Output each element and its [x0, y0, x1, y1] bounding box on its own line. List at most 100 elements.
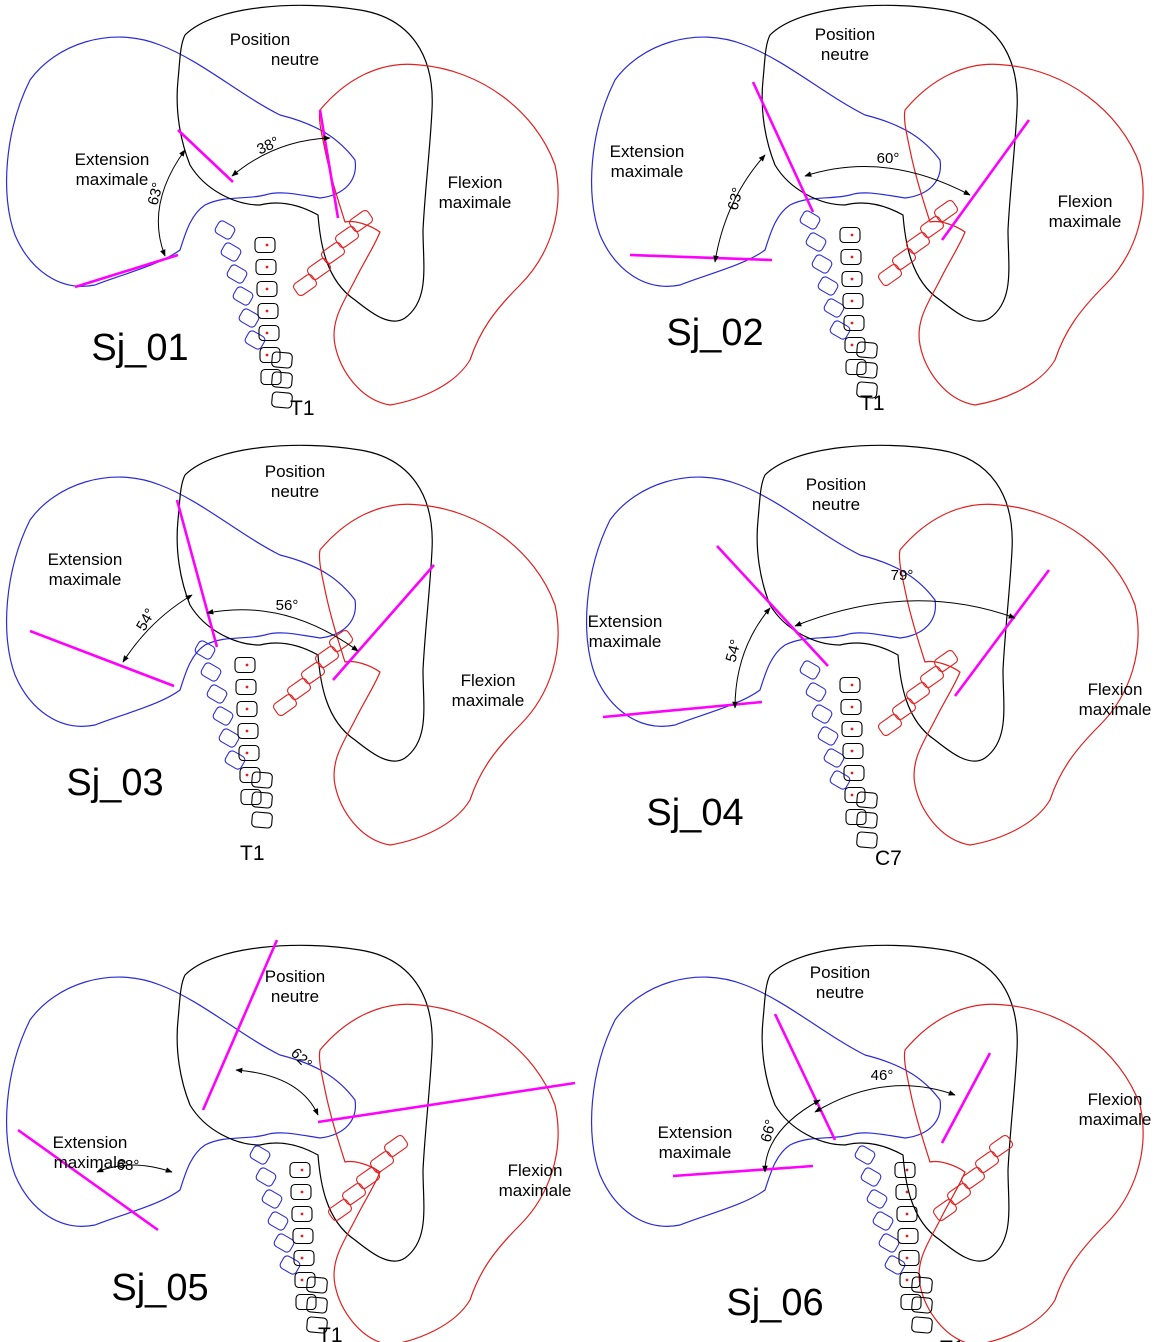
flexion-label: maximale [452, 691, 525, 710]
extension-label: Extension [48, 550, 123, 569]
vertebra-outline [856, 341, 878, 359]
vertebra-outline [306, 1276, 328, 1294]
extension-label: maximale [49, 570, 122, 589]
flexion-angle-label: 79° [891, 567, 914, 584]
vertebra-outline [799, 210, 821, 230]
landmark-dot [265, 353, 269, 357]
vertebra-outline [236, 700, 258, 718]
subject-id-label: Sj_03 [66, 762, 163, 804]
landmark-dot [850, 683, 854, 687]
flexion-angle-arc [231, 135, 331, 177]
vertebra-outline [900, 1293, 922, 1311]
vertebra-outline [877, 263, 903, 287]
vertebra-outline [841, 720, 863, 738]
neutral-position-label: Position [230, 30, 290, 49]
vertebra-outline [841, 270, 863, 288]
vertebra-outline [355, 1166, 381, 1190]
vertebra-outline [271, 391, 293, 409]
flexion-head-outline [903, 63, 1144, 406]
extension-angle-arc [96, 1164, 173, 1173]
vertebra-outline [320, 241, 346, 265]
neutral-position-label: Position [265, 462, 325, 481]
flexion-reference-line [317, 1081, 576, 1124]
vertebra-outline [289, 1161, 311, 1179]
vertebra-outline [856, 381, 878, 399]
neutral-position-label: Position [806, 475, 866, 494]
vertebra-outline [911, 1276, 933, 1294]
vertebra-outline [843, 314, 865, 332]
neutral-position-label: neutre [821, 45, 869, 64]
vertebra-outline [891, 697, 917, 721]
flexion-label: Flexion [448, 173, 503, 192]
landmark-dot [245, 773, 249, 777]
vertebra-outline [200, 662, 222, 682]
vertebra-outline [259, 346, 281, 364]
vertebra-outline [932, 1198, 958, 1222]
flexion-label: maximale [499, 1181, 572, 1200]
landmark-dot [850, 749, 854, 753]
vertebra-outline [844, 786, 866, 804]
neutral-reference-line [177, 129, 234, 183]
extension-reference-line [74, 253, 179, 289]
extension-angle-arc [732, 607, 771, 709]
extension-label: Extension [610, 142, 685, 161]
vertebra-outline [294, 1271, 316, 1289]
subject-id-label: Sj_01 [91, 327, 188, 369]
landmark-dot [265, 309, 269, 313]
vertebra-label: T1 [240, 842, 265, 865]
subject-id-label: Sj_06 [726, 1282, 823, 1324]
flexion-head-outline [318, 1003, 559, 1342]
neutral-head-outline [761, 4, 1018, 322]
vertebra-outline [383, 1134, 409, 1158]
landmark-dot [300, 1256, 304, 1260]
vertebra-outline [306, 1296, 328, 1314]
flexion-angle-label: 38° [254, 133, 282, 158]
vertebra-outline [844, 336, 866, 354]
flexion-label: maximale [439, 193, 512, 212]
vertebra-outline [295, 1293, 317, 1311]
vertebra-outline [894, 1161, 916, 1179]
flexion-label: maximale [1049, 212, 1122, 231]
vertebra-outline [256, 280, 278, 298]
flexion-angle-arc [794, 600, 1016, 627]
vertebra-outline [840, 248, 862, 266]
vertebra-outline [257, 302, 279, 320]
extension-head-outline [5, 976, 357, 1227]
subject-id-label: Sj_02 [666, 312, 763, 354]
vertebra-outline [238, 308, 260, 328]
panel-sj_06: 66°46°PositionneutreExtensionmaximaleFle… [590, 944, 1151, 1342]
landmark-dot [850, 705, 854, 709]
vertebra-outline [272, 693, 298, 717]
vertebra-outline [842, 292, 864, 310]
extension-reference-line [629, 253, 773, 262]
vertebra-outline [306, 1316, 328, 1334]
vertebra-outline [911, 1296, 933, 1314]
landmark-dot [905, 1256, 909, 1260]
vertebra-outline [291, 1205, 313, 1223]
vertebra-outline [856, 811, 878, 829]
landmark-dot [245, 707, 249, 711]
vertebra-outline [839, 676, 861, 694]
landmark-dot [265, 265, 269, 269]
vertebra-outline [194, 640, 216, 660]
vertebra-outline [823, 748, 845, 768]
neutral-reference-line [716, 545, 829, 667]
extension-angle-label: 68° [117, 1157, 140, 1174]
flexion-reference-line [953, 569, 1051, 697]
vertebra-outline [214, 220, 236, 240]
landmark-dot [245, 663, 249, 667]
panel-sj_04: 54°79°PositionneutreExtensionmaximaleFle… [585, 444, 1151, 870]
landmark-dot [245, 685, 249, 689]
neutral-reference-line [751, 81, 815, 213]
landmark-dot [850, 343, 854, 347]
landmark-dot [265, 243, 269, 247]
vertebra-outline [234, 656, 256, 674]
vertebra-outline [232, 286, 254, 306]
landmark-dot [300, 1212, 304, 1216]
vertebra-outline [218, 728, 240, 748]
extension-angle-label: 54° [133, 606, 159, 634]
landmark-dot [850, 299, 854, 303]
landmark-dot [850, 321, 854, 325]
flexion-head-outline [898, 503, 1139, 846]
